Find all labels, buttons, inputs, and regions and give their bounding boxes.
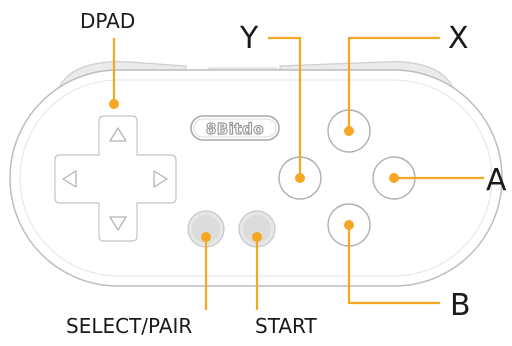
callout-leaders [109,36,484,310]
triangle-right-icon [153,170,168,188]
label-select-pair: SELECT/PAIR [66,314,192,338]
leader-dpad-dot [109,99,119,109]
brand-logo: 8Bitdo [190,115,280,141]
label-b: B [450,288,471,323]
label-x: X [448,21,469,56]
triangle-left-icon [62,170,77,188]
leader-select-dot [201,232,211,242]
label-start: START [255,314,317,338]
dpad-cross[interactable] [54,115,177,242]
label-dpad: DPAD [80,9,135,33]
leader-start-dot [252,232,262,242]
leader-x-dot [344,126,354,136]
leader-y [268,36,302,178]
logo-text: 8Bitdo [206,120,264,138]
label-y: Y [239,21,259,56]
triangle-up-icon [109,127,127,142]
leader-b-dot [344,220,354,230]
triangle-down-icon [109,216,127,231]
select-pair-button-cap [192,215,220,243]
start-button-cap [243,215,271,243]
leader-x [347,36,440,131]
dpad[interactable] [54,115,177,242]
leader-a-dot [389,173,399,183]
leader-b [347,225,440,305]
leader-y-dot [295,173,305,183]
label-a: A [486,163,507,198]
